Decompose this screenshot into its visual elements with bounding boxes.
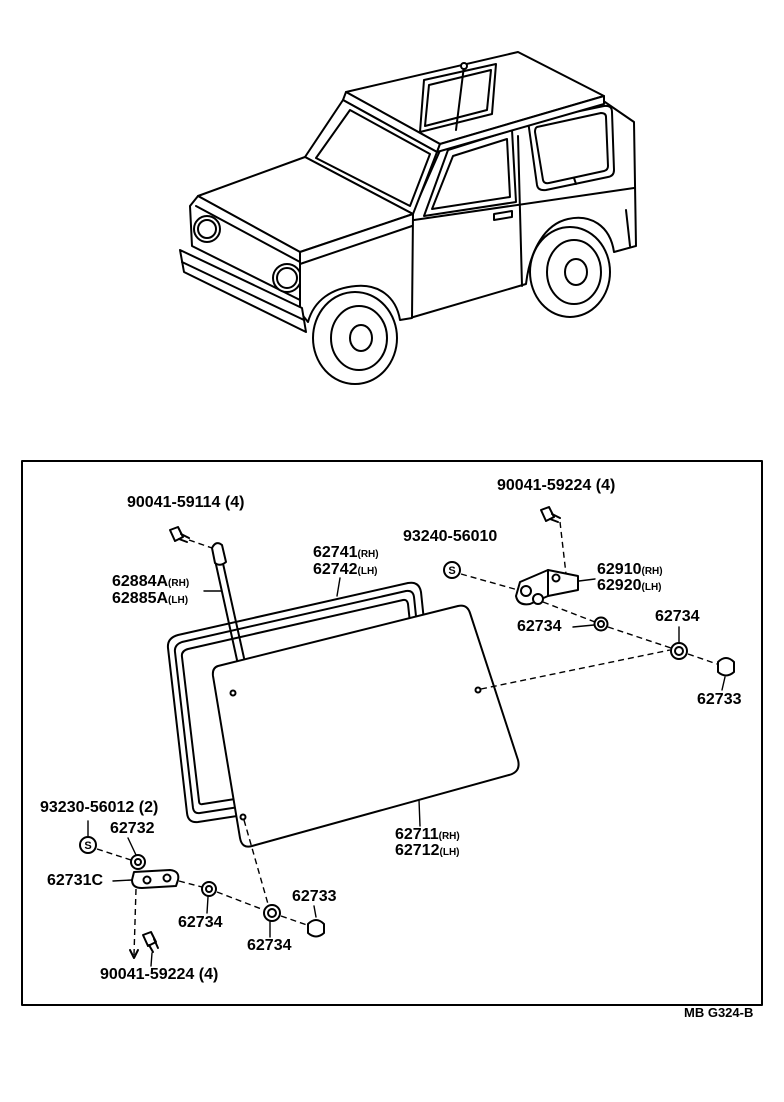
hinge — [515, 569, 579, 606]
screw-symbol-hinge: S — [443, 561, 461, 579]
label-nut-lock-1: 62734 — [178, 914, 223, 931]
label-nut-right: 62734 — [655, 608, 700, 625]
door-rear-edge — [517, 135, 523, 287]
label-stay-lh: 62885A(LH) — [112, 590, 188, 610]
vehicle-illustration — [179, 51, 637, 385]
label-nut-lock-2: 62734 — [247, 937, 292, 954]
label-bolt-bottom: 90041-59224 (4) — [100, 966, 219, 983]
antenna — [455, 65, 465, 131]
front-fender — [299, 213, 414, 323]
label-glass-rh-code: 62711 — [395, 826, 439, 843]
label-washer-lock: 62732 — [110, 820, 155, 837]
label-stay-rh-side: (RH) — [168, 578, 190, 589]
label-stay-lh-side: (LH) — [168, 595, 189, 606]
label-stay-rh: 62884A(RH) — [112, 573, 189, 593]
label-hinge-rh-side: (RH) — [641, 566, 663, 577]
door-handle — [493, 210, 513, 221]
label-hinge-rh-code: 62910 — [597, 561, 642, 578]
label-weatherstrip-rh-side: (RH) — [357, 549, 379, 560]
cap-lock — [307, 919, 325, 938]
nut-right — [670, 642, 688, 660]
parts-frame-box — [21, 460, 763, 1006]
label-glass-rh-side: (RH) — [438, 831, 460, 842]
quarter-glass — [211, 604, 520, 848]
label-hinge-lh-code: 62920 — [597, 577, 642, 594]
label-weatherstrip-lh-code: 62742 — [313, 561, 358, 578]
label-bolt-top-left: 90041-59114 (4) — [127, 494, 245, 511]
rear-wheel — [529, 226, 611, 318]
label-glass-lh-side: (LH) — [439, 847, 460, 858]
headlight-left — [193, 215, 221, 243]
label-bracket-lock: 62731C — [47, 872, 104, 889]
label-stay-rh-code: 62884A — [112, 573, 169, 590]
label-weatherstrip-rh: 62741(RH) — [313, 544, 379, 564]
lock-bracket — [131, 869, 180, 889]
washer-lock — [130, 854, 146, 870]
front-wheel — [312, 291, 398, 385]
label-screw-lock: 93230-56012 (2) — [40, 799, 159, 816]
bolt-bottom — [142, 931, 159, 953]
label-bolt-top-right: 90041-59224 (4) — [497, 477, 616, 494]
screw-symbol-lock: S — [79, 836, 97, 854]
label-screw-hinge: 93240-56010 — [403, 528, 498, 545]
label-cap-lock: 62733 — [292, 888, 337, 905]
svg-text:S: S — [84, 840, 91, 852]
headlight-right — [272, 263, 302, 293]
label-weatherstrip-lh-side: (LH) — [357, 566, 378, 577]
label-glass-lh-code: 62712 — [395, 842, 440, 859]
label-hinge-lh-side: (LH) — [641, 582, 662, 593]
label-hinge-lh: 62920(LH) — [597, 577, 662, 597]
svg-text:S: S — [448, 565, 455, 577]
bolt-top-right — [540, 506, 561, 523]
cap-right — [717, 657, 735, 677]
nut-hinge — [593, 616, 609, 632]
label-nut-hinge: 62734 — [517, 618, 562, 635]
sunroof — [419, 62, 497, 133]
drawing-code: MB G324-B — [684, 1005, 754, 1020]
label-weatherstrip-lh: 62742(LH) — [313, 561, 378, 581]
label-stay-lh-code: 62885A — [112, 590, 169, 607]
label-cap-right: 62733 — [697, 691, 742, 708]
label-weatherstrip-rh-code: 62741 — [313, 544, 358, 561]
label-hinge-rh: 62910(RH) — [597, 561, 663, 581]
label-glass-rh: 62711(RH) — [395, 826, 460, 846]
nut-lock-2 — [263, 904, 281, 922]
bolt-top-left — [169, 526, 190, 543]
nut-lock-1 — [201, 881, 217, 897]
stay-rod — [211, 542, 245, 661]
label-glass-lh: 62712(LH) — [395, 842, 460, 862]
